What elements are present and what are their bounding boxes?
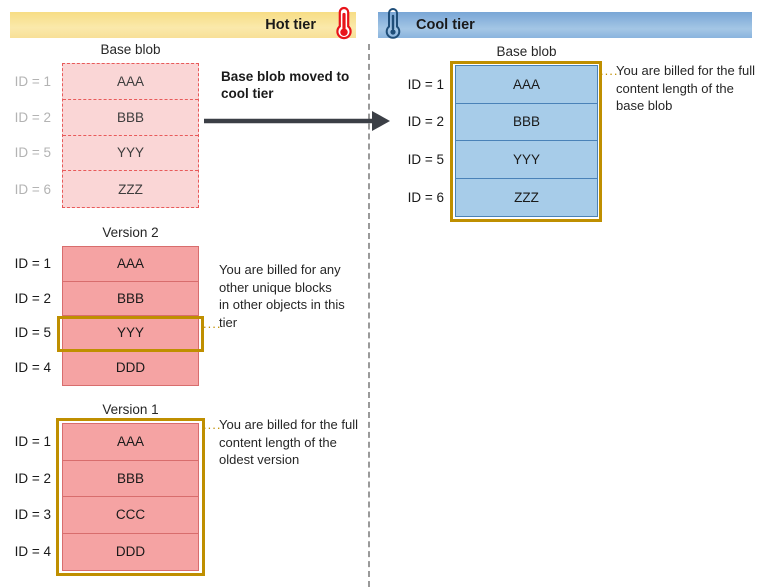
row-value: DDD [115,360,146,376]
callout-leader-version-2: .... [203,316,222,331]
hot-base-blob-rows: ID = 1 AAA ID = 2 BBB ID = 5 YYY ID = 6 … [15,64,198,207]
version-1-rows: ID = 1 AAA ID = 2 BBB ID = 3 CCC ID = 4 … [15,424,198,570]
row-value: BBB [116,470,144,486]
row-id: ID = 3 [14,507,51,523]
row-id: ID = 1 [14,256,51,272]
row-id: ID = 6 [407,189,444,205]
row-value: AAA [116,73,144,89]
row-id: ID = 2 [14,290,51,306]
hot-tier-banner: Hot tier [10,12,356,38]
arrow-label: Base blob moved to cool tier [221,69,350,101]
callout-leader-version-1: .... [203,417,222,432]
table-row: ID = 4 DDD [15,350,198,385]
row-value: YYY [116,145,144,161]
table-row: ID = 2 BBB [15,100,198,136]
callout-version-1: You are billed for the full content leng… [219,417,359,467]
cool-tier-banner: Cool tier [378,12,752,38]
row-value: ZZZ [118,181,143,197]
row-value: YYY [512,151,540,167]
table-row: ID = 5 YYY [15,316,198,351]
hot-base-blob: Base blob ID = 1 AAA ID = 2 BBB ID = 5 Y… [15,42,199,208]
row-value: ZZZ [514,189,539,205]
cool-base-blob: Base blob ID = 1 AAA ID = 2 BBB ID = 5 Y… [408,44,598,217]
thermometer-cool-icon [378,6,408,45]
row-id: ID = 2 [407,114,444,130]
table-row: ID = 4 DDD [15,533,198,570]
row-id: ID = 5 [14,145,51,161]
table-row: ID = 3 CCC [15,497,198,534]
hot-tier-label: Hot tier [265,17,316,33]
tier-divider [368,44,370,587]
version-1-blob: Version 1 ID = 1 AAA ID = 2 BBB ID = 3 C… [15,402,199,571]
row-id: ID = 2 [14,470,51,486]
row-value: YYY [116,325,144,341]
row-value: BBB [116,109,144,125]
table-row: ID = 5 YYY [408,141,597,179]
thermometer-hot-icon [328,5,360,46]
version-2-rows: ID = 1 AAA ID = 2 BBB ID = 5 YYY ID = 4 … [15,247,198,385]
callout-cool-base: You are billed for the full content leng… [616,63,756,113]
tier-move-arrow-group: Base blob moved to cool tier [204,68,394,134]
row-id: ID = 5 [407,151,444,167]
callout-version-2: You are billed for any other unique bloc… [219,262,345,330]
table-row: ID = 1 AAA [15,64,198,100]
cool-tier-label: Cool tier [416,17,475,33]
row-value: AAA [116,434,144,450]
row-id: ID = 2 [14,109,51,125]
table-row: ID = 6 ZZZ [15,171,198,207]
table-row: ID = 1 AAA [15,247,198,282]
row-id: ID = 1 [14,434,51,450]
table-row: ID = 2 BBB [15,281,198,316]
row-value: DDD [115,544,146,560]
row-value: BBB [512,114,540,130]
table-row: ID = 2 BBB [15,460,198,497]
version-2-blob: Version 2 ID = 1 AAA ID = 2 BBB ID = 5 Y… [15,225,199,386]
row-value: AAA [116,256,144,272]
table-row: ID = 1 AAA [15,424,198,461]
cool-base-blob-title: Base blob [496,44,557,59]
row-id: ID = 4 [14,544,51,560]
row-value: AAA [512,76,540,92]
callout-leader-cool-base: .... [600,63,619,78]
row-id: ID = 4 [14,360,51,376]
row-value: BBB [116,290,144,306]
table-row: ID = 5 YYY [15,136,198,172]
row-id: ID = 1 [407,76,444,92]
table-row: ID = 2 BBB [408,103,597,141]
right-arrow-icon [204,111,390,131]
row-id: ID = 1 [14,73,51,89]
table-row: ID = 6 ZZZ [408,178,597,216]
hot-base-blob-title: Base blob [100,42,161,57]
cool-base-blob-rows: ID = 1 AAA ID = 2 BBB ID = 5 YYY ID = 6 … [408,66,597,216]
row-value: CCC [115,507,146,523]
version-1-title: Version 1 [102,402,159,417]
version-2-title: Version 2 [102,225,159,240]
table-row: ID = 1 AAA [408,66,597,104]
row-id: ID = 5 [14,325,51,341]
row-id: ID = 6 [14,181,51,197]
